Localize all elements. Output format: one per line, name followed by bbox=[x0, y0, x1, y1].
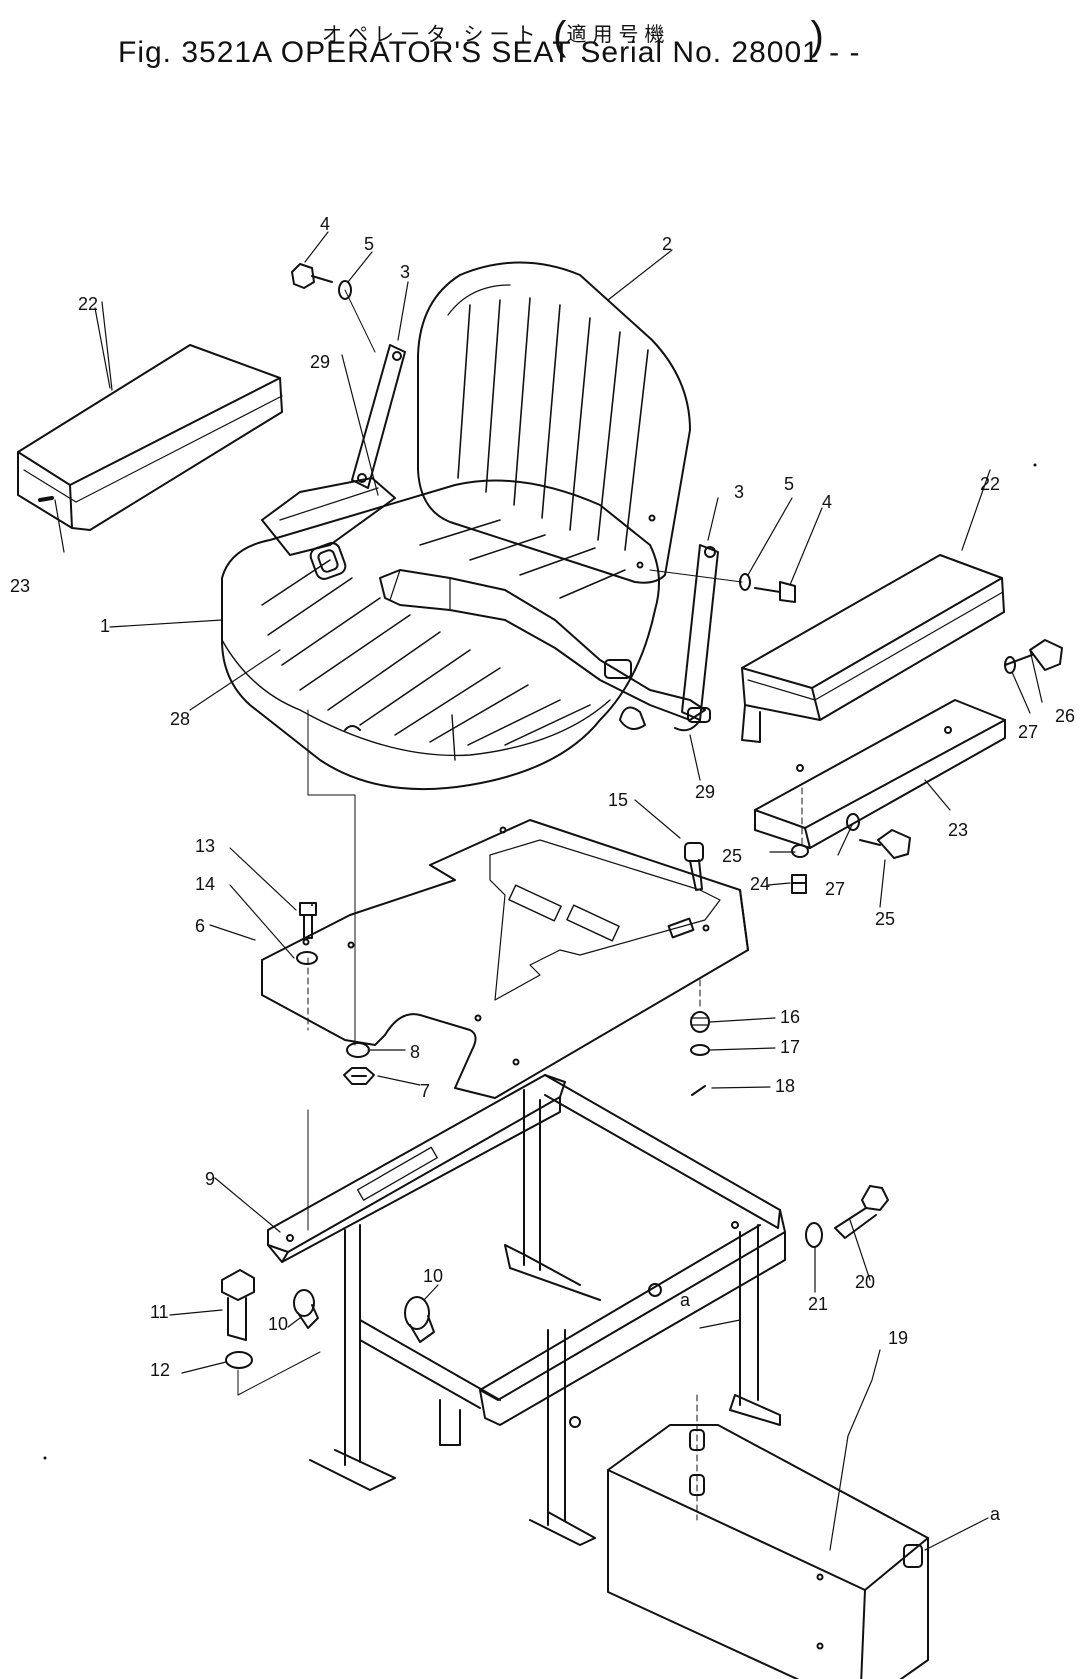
callout-8: 8 bbox=[410, 1042, 420, 1062]
washer-5-left bbox=[338, 280, 352, 300]
callout-29-left: 29 bbox=[310, 352, 330, 372]
callout-12: 12 bbox=[150, 1360, 170, 1380]
spacer-10-left bbox=[293, 1289, 319, 1329]
callout-25-bottom: 25 bbox=[875, 909, 895, 929]
callout-18: 18 bbox=[775, 1076, 795, 1096]
callout-a-frame: a bbox=[680, 1290, 691, 1310]
figure-title: Fig. 3521A OPERATOR'S SEAT Serial No. 28… bbox=[118, 36, 861, 69]
mounting-plate bbox=[261, 819, 749, 1099]
callout-10-right: 10 bbox=[423, 1266, 443, 1286]
callout-22-left: 22 bbox=[78, 294, 98, 314]
washer-25 bbox=[791, 844, 809, 858]
callout-6: 6 bbox=[195, 916, 205, 936]
callout-13: 13 bbox=[195, 836, 215, 856]
bolt-26-b bbox=[859, 829, 911, 859]
bolt-20 bbox=[834, 1185, 889, 1239]
japanese-serial-label: 適用号機 bbox=[566, 24, 671, 46]
callout-17: 17 bbox=[780, 1037, 800, 1057]
washer-12 bbox=[225, 1351, 253, 1369]
callout-4-left: 4 bbox=[320, 214, 330, 234]
washer-17 bbox=[690, 1044, 710, 1056]
serial-note: Serial No. 28001 - - bbox=[580, 36, 861, 69]
callout-25-right: 25 bbox=[722, 846, 742, 866]
callout-22-right: 22 bbox=[980, 474, 1000, 494]
seat-belt bbox=[261, 477, 711, 723]
callout-16: 16 bbox=[780, 1007, 800, 1027]
latch-15 bbox=[684, 842, 704, 891]
callout-26-right: 26 bbox=[1055, 706, 1075, 726]
armrest-bracket bbox=[754, 699, 1006, 849]
seat-frame bbox=[267, 1074, 786, 1546]
callout-3-right: 3 bbox=[734, 482, 744, 502]
bolt-24 bbox=[791, 874, 807, 894]
slide-bracket-left bbox=[351, 344, 406, 489]
armrest-left bbox=[17, 344, 283, 531]
callout-4-right: 4 bbox=[822, 492, 832, 512]
callout-14: 14 bbox=[195, 874, 215, 894]
bolt-13 bbox=[299, 902, 317, 939]
callout-28: 28 bbox=[170, 709, 190, 729]
callout-2: 2 bbox=[662, 234, 672, 254]
callout-27-bottom: 27 bbox=[825, 879, 845, 899]
callout-19: 19 bbox=[888, 1328, 908, 1348]
spacer-10-right bbox=[404, 1296, 435, 1343]
callout-24: 24 bbox=[750, 874, 770, 894]
bolt-11 bbox=[221, 1269, 255, 1341]
washer-21 bbox=[805, 1222, 823, 1248]
callout-10-left: 10 bbox=[268, 1314, 288, 1334]
slide-bracket-right bbox=[674, 544, 719, 732]
leader-lines bbox=[54, 231, 1043, 1551]
callout-20: 20 bbox=[855, 1272, 875, 1292]
bolt-4-right bbox=[754, 581, 796, 603]
pin-18 bbox=[691, 1085, 706, 1096]
callout-7: 7 bbox=[420, 1081, 430, 1101]
washer-25-b bbox=[846, 813, 860, 831]
callout-29-right: 29 bbox=[695, 782, 715, 802]
callout-a-box: a bbox=[990, 1504, 1001, 1524]
callout-5-left: 5 bbox=[364, 234, 374, 254]
callout-9: 9 bbox=[205, 1169, 215, 1189]
nut-7 bbox=[343, 1067, 375, 1085]
tool-box bbox=[607, 1394, 929, 1679]
callout-23-left: 23 bbox=[10, 576, 30, 596]
callout-15: 15 bbox=[608, 790, 628, 810]
washer-14 bbox=[296, 951, 318, 965]
callout-5-right: 5 bbox=[784, 474, 794, 494]
callout-1: 1 bbox=[100, 616, 110, 636]
callout-11: 11 bbox=[150, 1302, 169, 1322]
armrest-right bbox=[741, 554, 1005, 743]
callout-3-left: 3 bbox=[400, 262, 410, 282]
callout-23-right: 23 bbox=[948, 820, 968, 840]
seat-back bbox=[417, 261, 691, 584]
bolt-4-left bbox=[291, 263, 333, 289]
washer-8 bbox=[346, 1042, 370, 1058]
spring-16 bbox=[690, 1011, 710, 1033]
callout-21: 21 bbox=[808, 1294, 828, 1314]
japanese-title: オペレータ シート (適用号機) bbox=[322, 14, 824, 58]
bolt-26 bbox=[1004, 639, 1063, 671]
seat-cushion bbox=[221, 479, 660, 791]
callout-27-right: 27 bbox=[1018, 722, 1038, 742]
